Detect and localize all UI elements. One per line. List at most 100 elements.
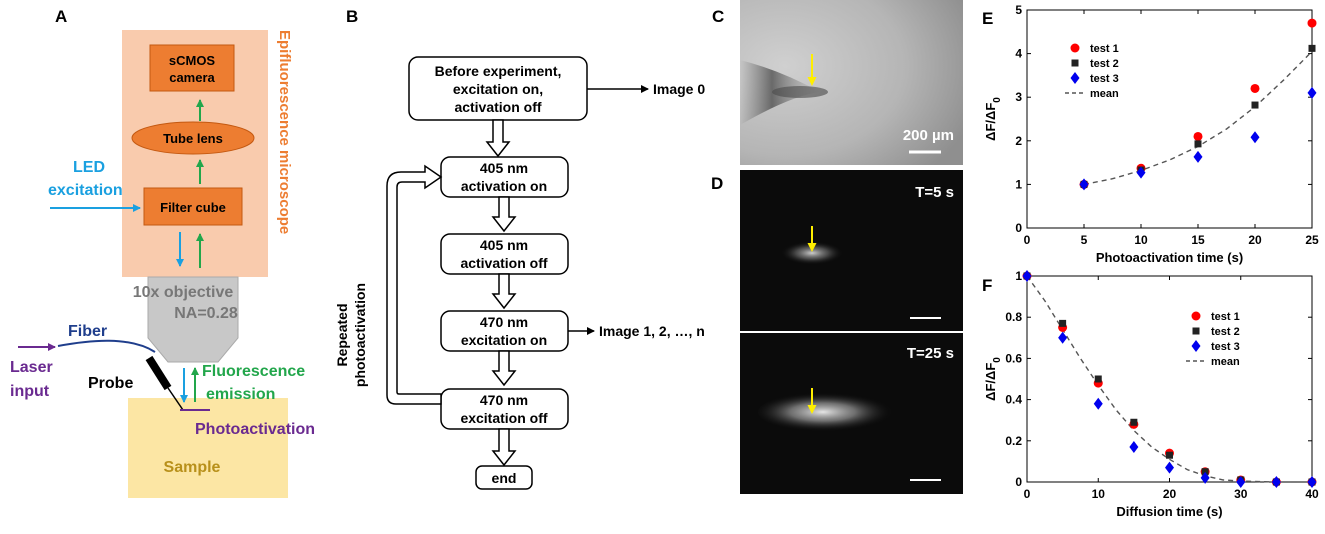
legend-swatch — [1071, 59, 1079, 67]
d2-time-label: T=25 s — [907, 345, 954, 362]
plot-frame — [1026, 9, 1313, 229]
legend-label: test 3 — [1090, 73, 1119, 85]
probe-body — [145, 355, 172, 391]
probe-tip — [167, 387, 184, 411]
camera-label-2: camera — [169, 70, 215, 85]
loop-label-1: Repeated — [334, 303, 350, 366]
camera-box — [149, 44, 235, 92]
data-point-test-2 — [1094, 375, 1102, 383]
flow-box-2-line1: 405 nm — [480, 160, 528, 176]
flow-box-3-line1: 405 nm — [480, 237, 528, 253]
panel-a: A Epifluorescence microscope sCMOS camer… — [10, 7, 315, 498]
fluor-label-1: Fluorescence — [202, 363, 305, 380]
data-point-test-3 — [1307, 86, 1317, 99]
data-point-test-3 — [1250, 131, 1260, 144]
y-tick-label: 0.6 — [1005, 351, 1022, 365]
panel-d: D T=5 s T=25 s — [711, 170, 963, 494]
x-tick-label: 0 — [1024, 233, 1031, 247]
x-axis-label: Photoactivation time (s) — [1096, 250, 1243, 265]
y-tick-label: 5 — [1015, 3, 1022, 17]
x-tick-label: 10 — [1134, 233, 1148, 247]
data-point-test-3 — [1129, 440, 1139, 453]
filter-cube — [143, 187, 243, 226]
y-axis-label: ΔF/ΔF0 — [983, 97, 1003, 141]
y-tick-label: 0.8 — [1005, 310, 1022, 324]
data-point-test-2 — [1201, 468, 1209, 476]
data-point-test-3 — [1271, 476, 1281, 488]
flow-box-2-line2: activation on — [461, 178, 547, 194]
hollow-arrow-1 — [485, 119, 511, 158]
legend-label: mean — [1090, 88, 1119, 100]
data-point-test-1 — [1250, 83, 1260, 93]
y-tick-label: 3 — [1015, 90, 1022, 104]
objective-label-2: NA=0.28 — [174, 305, 238, 322]
legend-label: test 2 — [1090, 58, 1119, 70]
panel-c: C 200 µm — [712, 0, 963, 165]
y-tick-label: 1 — [1015, 269, 1022, 283]
data-point-test-3 — [1307, 476, 1317, 488]
y-tick-label: 0 — [1015, 475, 1022, 489]
data-point-test-2 — [1059, 319, 1067, 327]
legend-swatch — [1070, 72, 1080, 84]
flow-box-4-line2: excitation on — [461, 332, 547, 348]
y-tick-label: 0.2 — [1005, 434, 1022, 448]
flow-box-1-line3: activation off — [454, 99, 541, 115]
y-tick-label: 0 — [1015, 221, 1022, 235]
blob-d1 — [780, 241, 844, 265]
data-point-test-1 — [1307, 18, 1317, 28]
loop-label-2: photoactivation — [352, 283, 368, 387]
panel-label-f: F — [982, 276, 992, 295]
photoactivation-label: Photoactivation — [195, 421, 315, 438]
hollow-arrow-4 — [491, 350, 517, 387]
data-point-test-1 — [1193, 131, 1203, 141]
x-tick-label: 20 — [1248, 233, 1262, 247]
fluor-label-2: emission — [206, 386, 275, 403]
fiber-line — [57, 339, 156, 353]
panel-label-b: B — [346, 7, 358, 26]
legend-swatch — [1191, 340, 1201, 352]
legend-label: test 3 — [1211, 341, 1240, 353]
flow-end-label: end — [492, 470, 517, 486]
loop-arrow — [386, 164, 443, 405]
fiber-label: Fiber — [68, 323, 107, 340]
laser-label-1: Laser — [10, 359, 53, 376]
d1-time-label: T=5 s — [915, 184, 954, 201]
x-tick-label: 25 — [1305, 233, 1319, 247]
data-point-test-2 — [1251, 101, 1259, 109]
legend-label: test 2 — [1211, 326, 1240, 338]
data-point-test-3 — [1236, 476, 1246, 488]
flow-box-1-line1: Before experiment, — [435, 63, 562, 79]
x-tick-label: 30 — [1234, 487, 1248, 501]
probe-label: Probe — [88, 375, 133, 392]
y-tick-label: 4 — [1015, 47, 1022, 61]
tube-lens — [131, 121, 255, 155]
tube-lens-label: Tube lens — [163, 131, 223, 146]
scalebar-label: 200 µm — [903, 127, 954, 144]
data-point-test-3 — [1200, 471, 1210, 484]
legend-label: mean — [1211, 356, 1240, 368]
y-axis-label: ΔF/ΔF0 — [983, 357, 1003, 401]
x-tick-label: 10 — [1092, 487, 1106, 501]
x-tick-label: 5 — [1081, 233, 1088, 247]
blob-d2 — [758, 392, 902, 432]
legend-swatch — [1192, 327, 1200, 335]
x-tick-label: 40 — [1305, 487, 1319, 501]
panel-label-c: C — [712, 7, 724, 26]
legend-swatch — [1191, 311, 1201, 321]
x-tick-label: 0 — [1024, 487, 1031, 501]
panel-b: B Before experiment, excitation on, acti… — [334, 7, 705, 490]
hollow-arrow-3 — [491, 273, 517, 310]
data-point-test-3 — [1165, 461, 1174, 474]
x-axis-label: Diffusion time (s) — [1116, 504, 1222, 519]
laser-label-2: input — [10, 383, 50, 400]
data-point-test-3 — [1058, 331, 1068, 344]
flow-box-end — [475, 465, 533, 490]
filter-cube-label: Filter cube — [160, 200, 226, 215]
data-point-test-3 — [1136, 166, 1146, 179]
image-d1 — [740, 170, 963, 331]
flow-box-3-line2: activation off — [460, 255, 547, 271]
probe-tip-shadow — [772, 86, 828, 98]
data-point-test-2 — [1308, 44, 1316, 52]
sample-label: Sample — [164, 459, 221, 476]
